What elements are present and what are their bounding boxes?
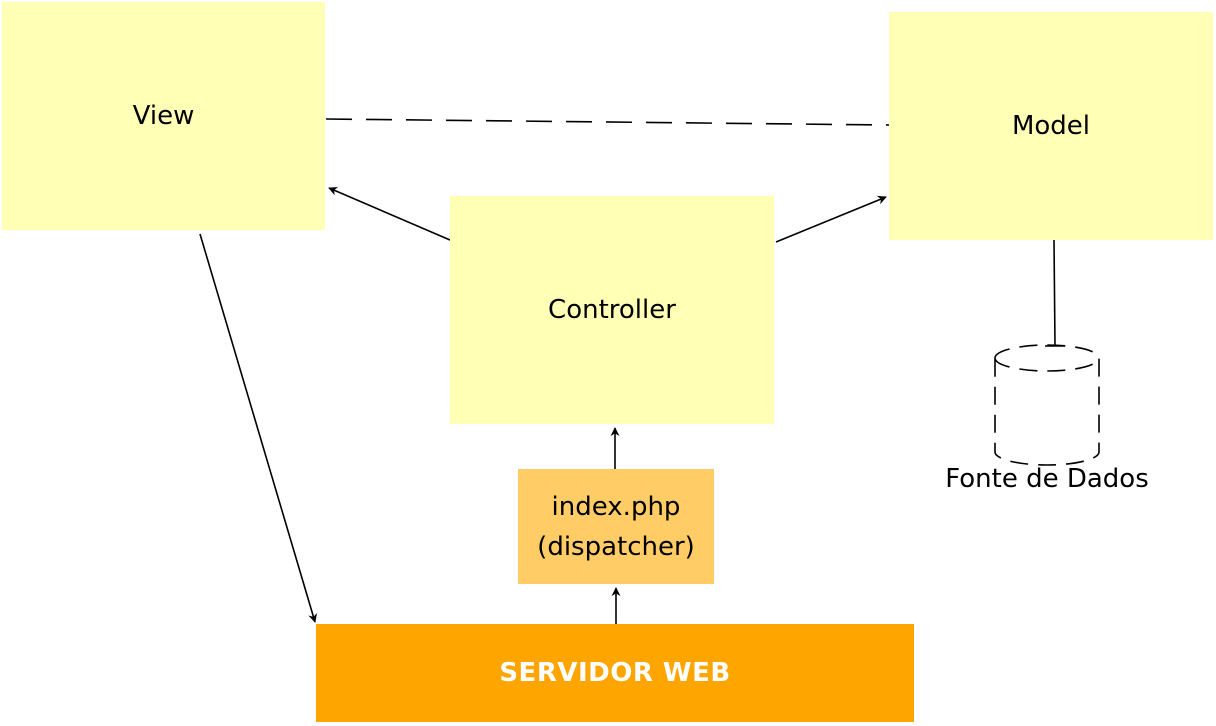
view-box[interactable]: View xyxy=(2,2,325,230)
web-server-label: SERVIDOR WEB xyxy=(499,658,731,688)
edge-view-model-dashed xyxy=(325,118,890,126)
datasource-label: Fonte de Dados xyxy=(945,464,1149,494)
edge-model-to-datasource xyxy=(1053,239,1056,347)
edge-view-to-server xyxy=(199,233,318,623)
datasource-cylinder-icon xyxy=(994,344,1100,466)
controller-box[interactable]: Controller xyxy=(450,196,774,424)
edge-controller-to-view xyxy=(328,187,451,241)
edge-controller-to-model xyxy=(775,195,887,243)
dispatcher-box[interactable]: index.php (dispatcher) xyxy=(518,469,714,584)
dispatcher-label-line1: index.php xyxy=(551,491,681,522)
controller-label: Controller xyxy=(548,295,676,325)
view-label: View xyxy=(132,101,195,131)
dispatcher-label-line2: (dispatcher) xyxy=(537,531,695,562)
model-box[interactable]: Model xyxy=(889,12,1213,240)
web-server-box[interactable]: SERVIDOR WEB xyxy=(316,624,914,722)
model-label: Model xyxy=(1011,111,1091,141)
